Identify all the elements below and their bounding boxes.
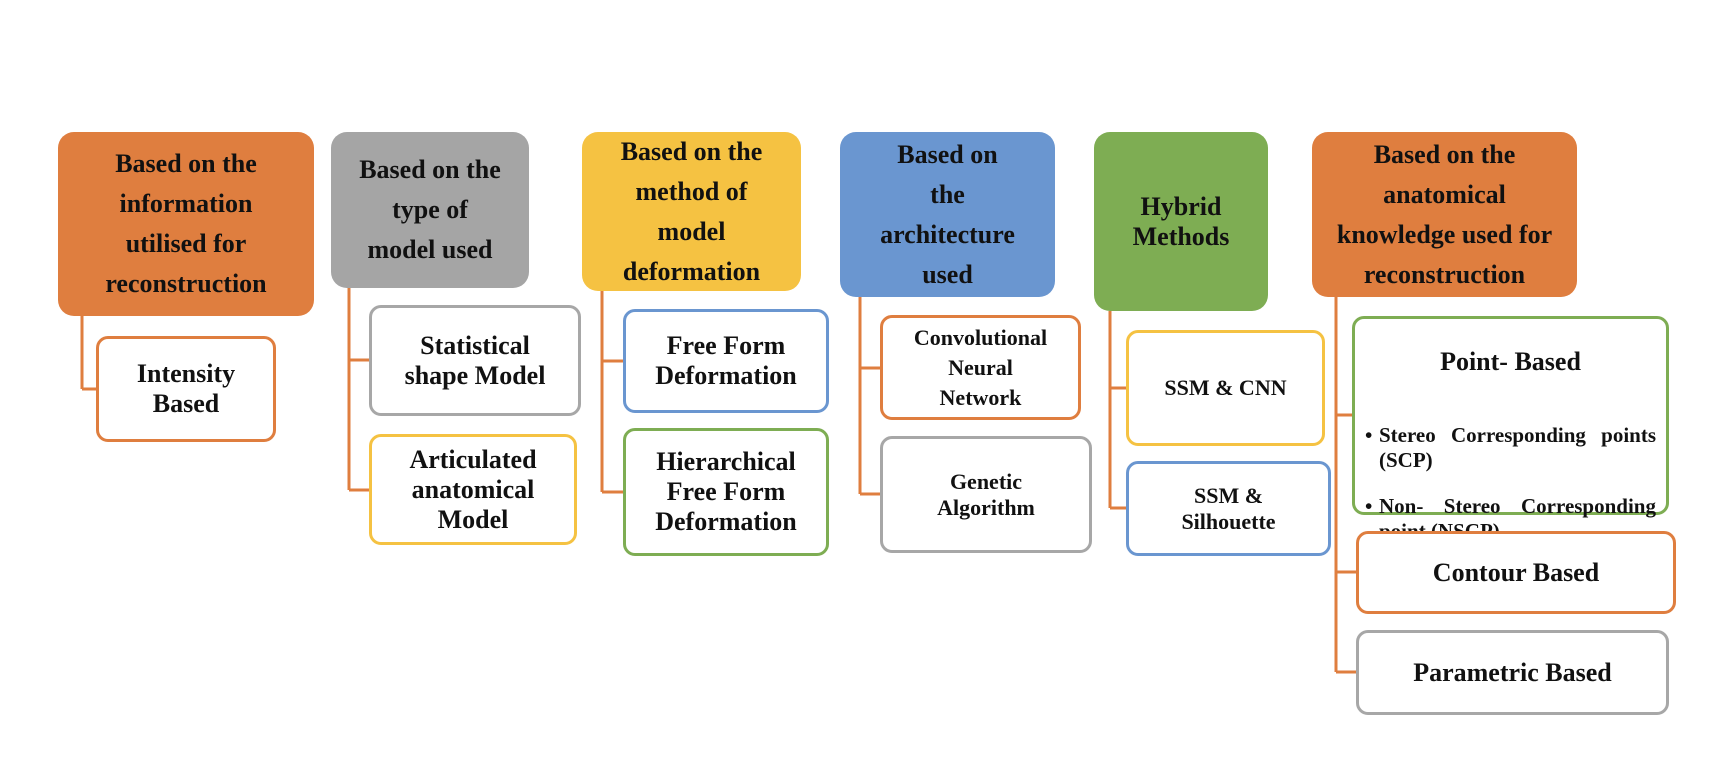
hierarchical-free-form-deformation-box: Hierarchical Free Form Deformation	[623, 428, 829, 556]
category-deformation-header: Based on the method of model deformation	[582, 132, 801, 291]
point-based-item-scp: Stereo Corresponding points (SCP)	[1365, 423, 1656, 473]
category-information-header: Based on the information utilised for re…	[58, 132, 314, 316]
point-based-list: Stereo Corresponding points (SCP) Non- S…	[1365, 405, 1656, 565]
contour-based-box: Contour Based	[1356, 531, 1676, 614]
point-based-title: Point- Based	[1440, 347, 1581, 376]
free-form-deformation-box: Free Form Deformation	[623, 309, 829, 413]
category-model-type-header: Based on the type of model used	[331, 132, 529, 288]
point-based-item-nscp: Non- Stereo Corresponding point (NSCP)	[1365, 494, 1656, 544]
genetic-algorithm-box: Genetic Algorithm	[880, 436, 1092, 553]
category-anatomical-header: Based on the anatomical knowledge used f…	[1312, 132, 1577, 297]
category-architecture-header: Based on the architecture used	[840, 132, 1055, 297]
ssm-cnn-box: SSM & CNN	[1126, 330, 1325, 446]
articulated-anatomical-model-box: Articulated anatomical Model	[369, 434, 577, 545]
ssm-silhouette-box: SSM & Silhouette	[1126, 461, 1331, 556]
statistical-shape-model-box: Statistical shape Model	[369, 305, 581, 416]
convolutional-neural-network-box: Convolutional Neural Network	[880, 315, 1081, 420]
parametric-based-box: Parametric Based	[1356, 630, 1669, 715]
category-hybrid-header: Hybrid Methods	[1094, 132, 1268, 311]
intensity-based-box: Intensity Based	[96, 336, 276, 442]
point-based-box: Point- Based Stereo Corresponding points…	[1352, 316, 1669, 543]
